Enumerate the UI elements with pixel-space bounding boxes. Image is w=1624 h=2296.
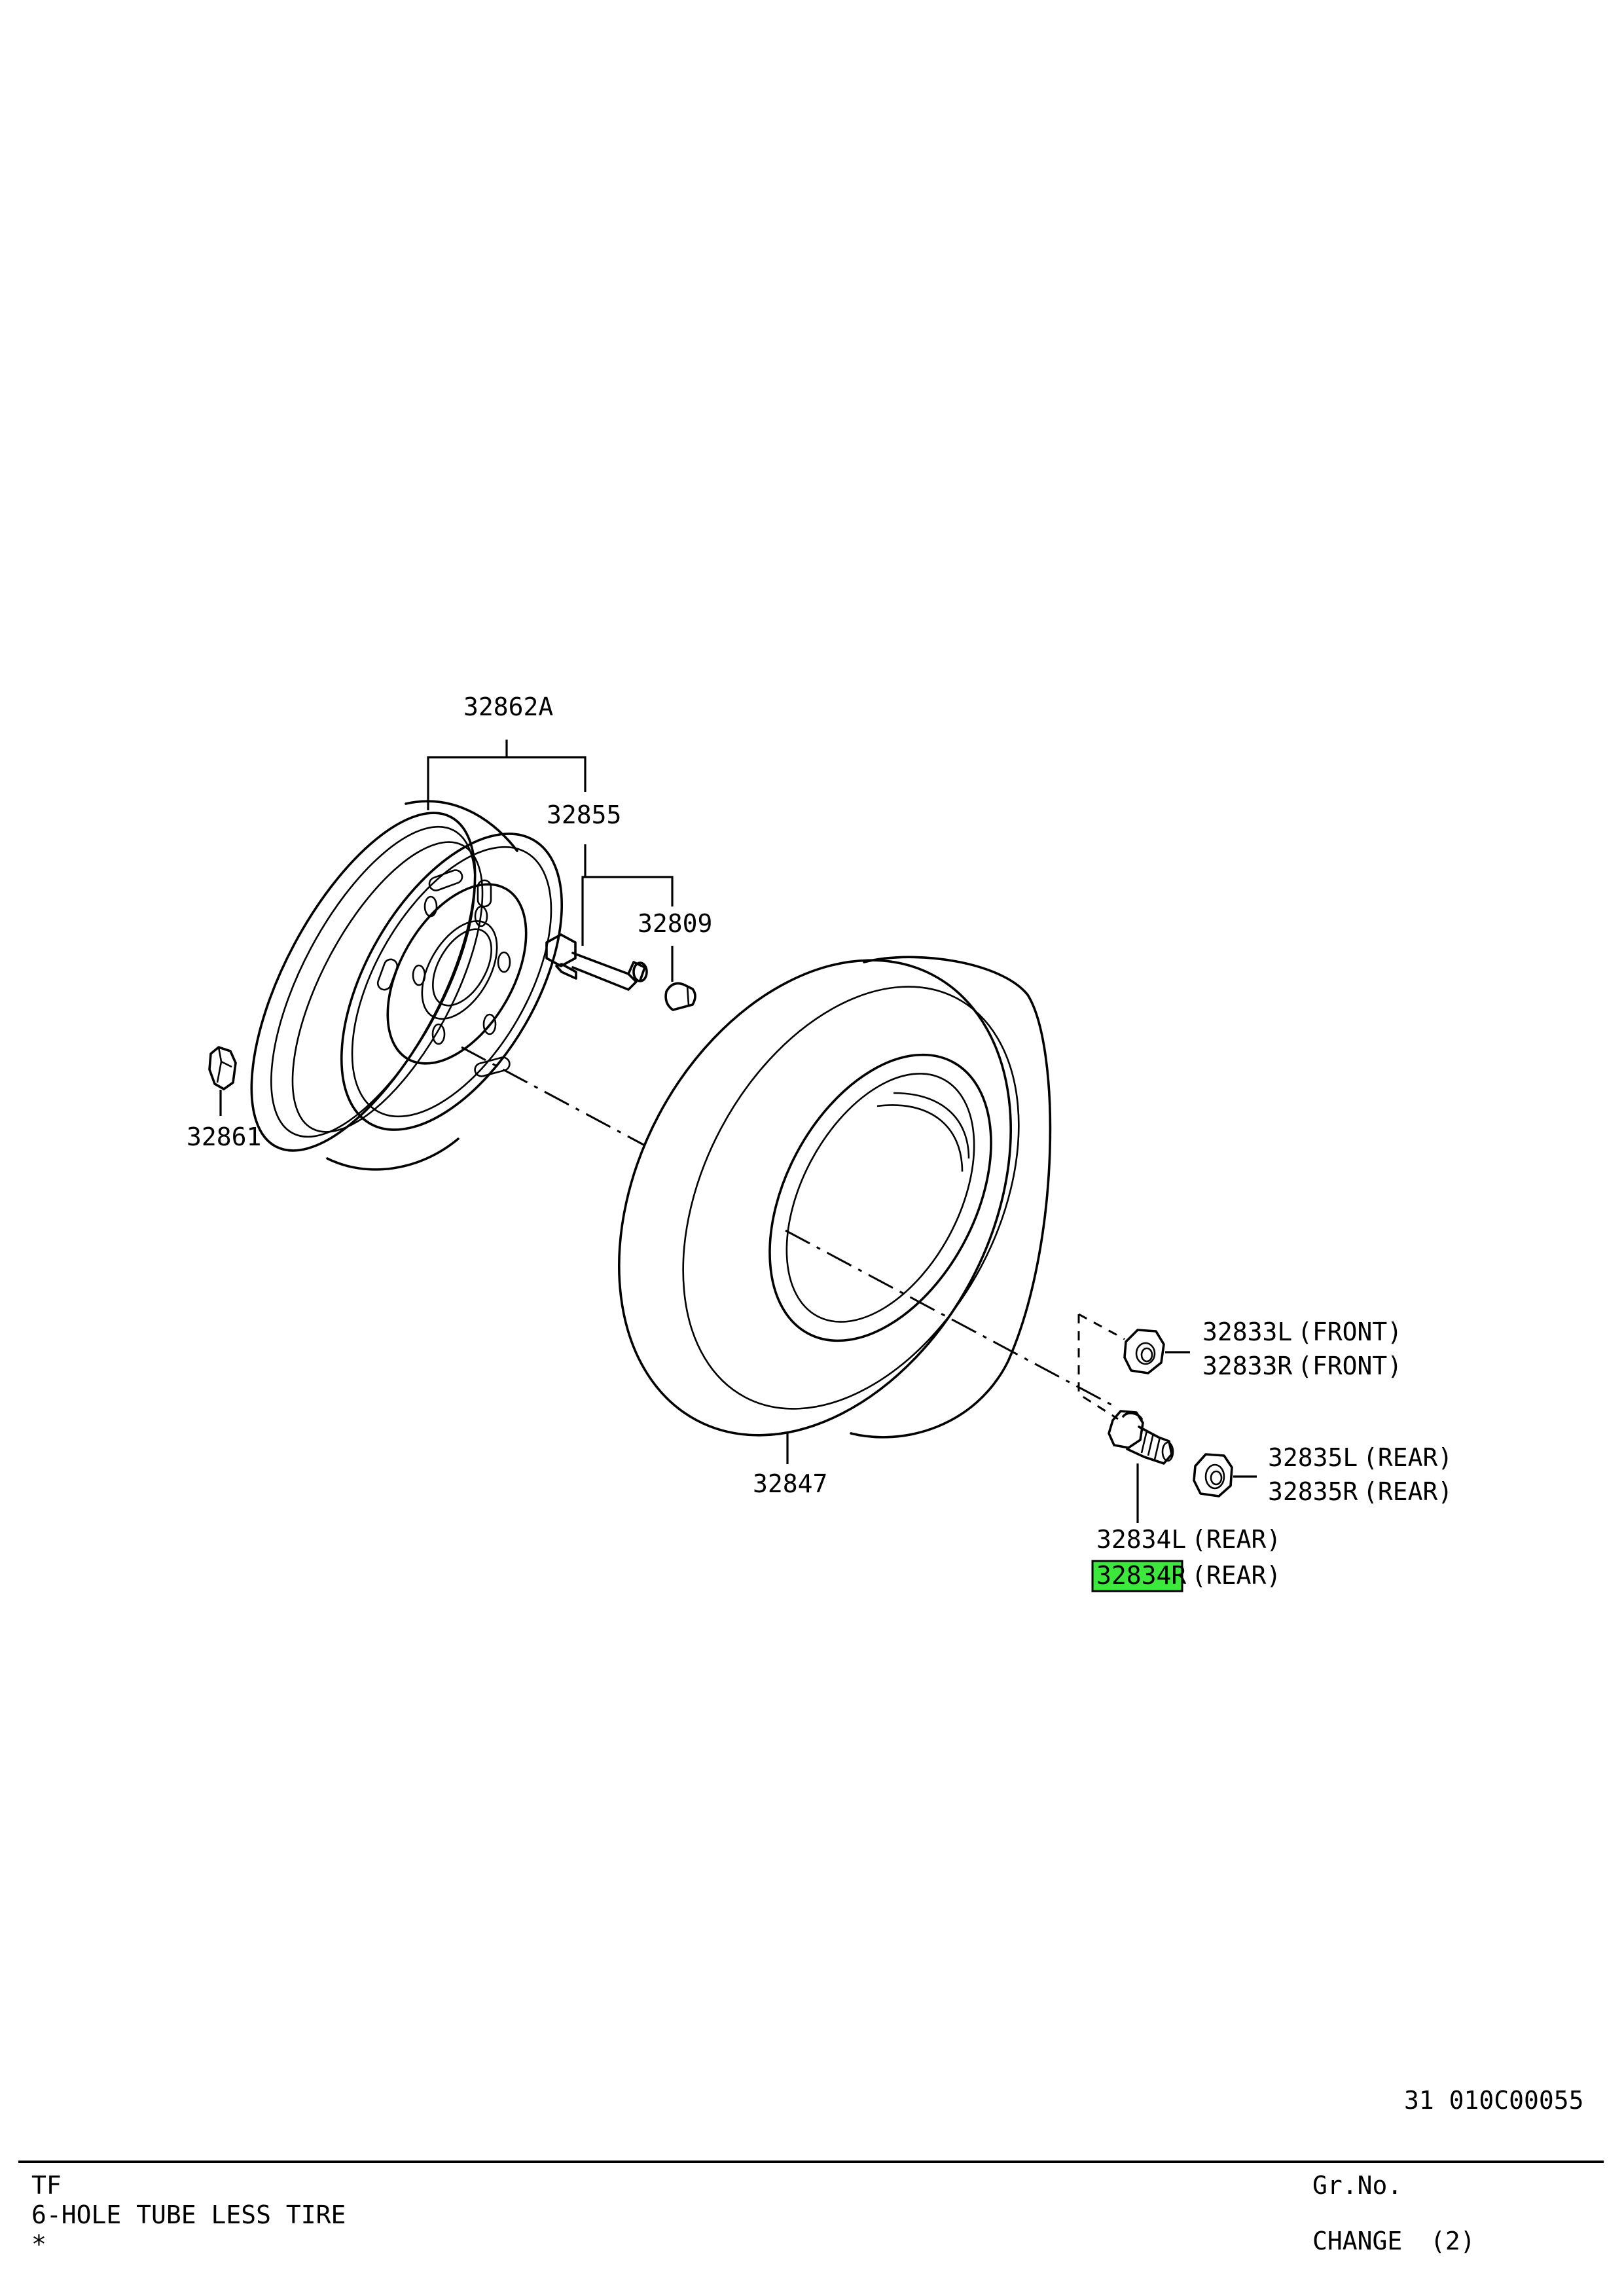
callout-valve[interactable]: 32855 — [547, 800, 621, 829]
footer-mark: * — [31, 2230, 46, 2259]
tire-illustration[interactable] — [541, 892, 1089, 1503]
callout-valve-cap[interactable]: 32809 — [638, 909, 712, 938]
reference-code: 31 010C00055 — [1404, 2086, 1584, 2115]
callout-rear-bolt-l[interactable]: 32834L — [1096, 1525, 1186, 1554]
footer-group-label: Gr.No. — [1312, 2171, 1402, 2200]
leader-lines — [219, 740, 1257, 1523]
front-nut-illustration[interactable] — [1123, 1329, 1165, 1374]
footer-change-value: (2) — [1430, 2227, 1475, 2255]
callout-rear-bolt-r[interactable]: 32834R — [1096, 1561, 1186, 1590]
callout-rear-nut-r[interactable]: 32835R — [1268, 1477, 1358, 1506]
callout-rear-bolt-l-qualifier: (REAR) — [1191, 1525, 1281, 1554]
valve-cap-illustration[interactable] — [664, 982, 696, 1011]
wheel-illustration[interactable] — [206, 780, 607, 1183]
valve-illustration[interactable] — [545, 933, 648, 991]
callout-balance-weight[interactable]: 32861 — [187, 1122, 261, 1151]
callout-labels: 32862A 32855 32809 32861 32847 32833L (F… — [187, 692, 1584, 2115]
hub-bolt-illustration[interactable] — [1108, 1410, 1174, 1465]
callout-front-nut-l-qualifier: (FRONT) — [1297, 1318, 1402, 1346]
highlight-box — [1091, 1560, 1183, 1592]
callout-rear-bolt-r-qualifier: (REAR) — [1191, 1561, 1281, 1590]
footer-change-label: CHANGE — [1312, 2227, 1402, 2255]
callout-front-nut-r[interactable]: 32833R — [1202, 1352, 1292, 1380]
callout-tire[interactable]: 32847 — [753, 1469, 827, 1498]
callout-rear-nut-r-qualifier: (REAR) — [1363, 1477, 1453, 1506]
callout-front-nut-r-qualifier: (FRONT) — [1297, 1352, 1402, 1380]
callout-rear-nut-l-qualifier: (REAR) — [1363, 1443, 1453, 1472]
footer-model: TF — [31, 2171, 62, 2200]
title-block: TF 6-HOLE TUBE LESS TIRE * Gr.No. CHANGE… — [18, 2161, 1604, 2259]
callout-front-nut-l[interactable]: 32833L — [1202, 1318, 1292, 1346]
rear-nut-illustration[interactable] — [1193, 1453, 1233, 1498]
callout-wheel-assembly[interactable]: 32862A — [463, 692, 553, 721]
footer-title: 6-HOLE TUBE LESS TIRE — [31, 2200, 346, 2229]
callout-rear-nut-l[interactable]: 32835L — [1268, 1443, 1358, 1472]
balance-weight-illustration[interactable] — [208, 1046, 237, 1090]
